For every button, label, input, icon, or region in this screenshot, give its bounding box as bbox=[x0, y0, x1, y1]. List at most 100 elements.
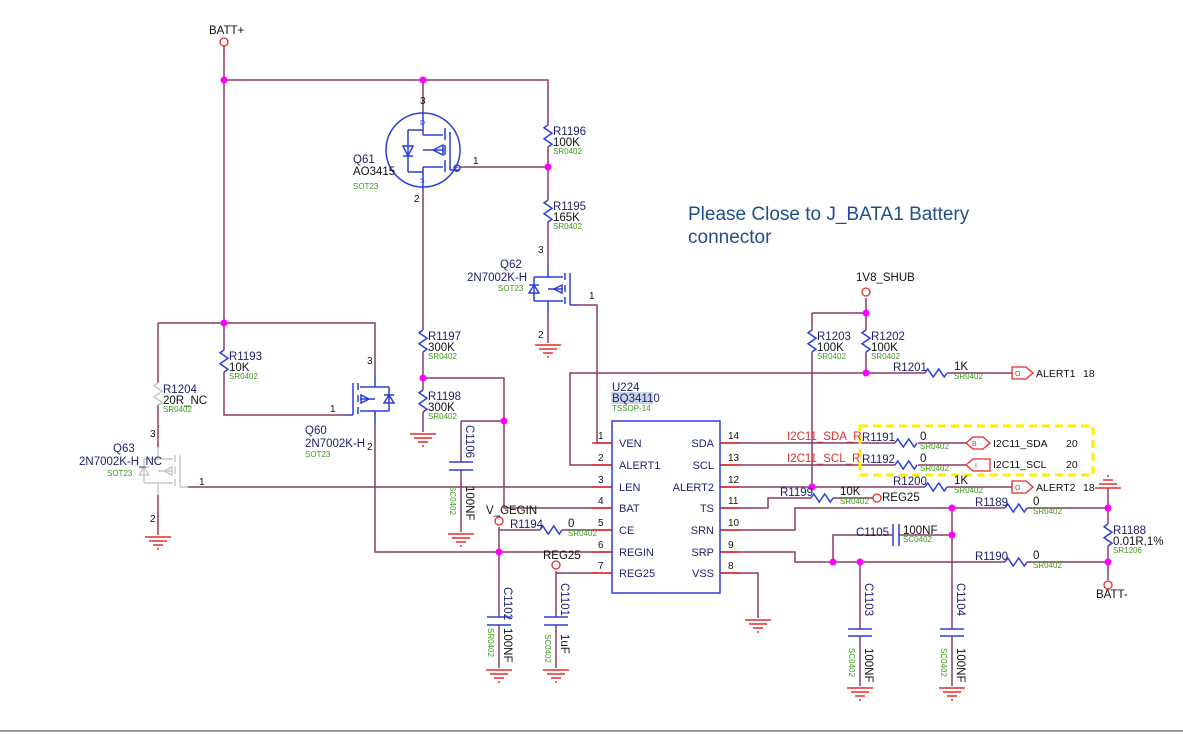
ic-pin-name: SCL bbox=[693, 460, 714, 472]
resistor-symbol bbox=[417, 389, 429, 413]
c1105-value: 100NF bbox=[903, 525, 938, 537]
r1189-value: 0 bbox=[1033, 496, 1039, 508]
mosfet-arrow bbox=[360, 393, 371, 405]
r1200-package: SR0402 bbox=[954, 486, 983, 495]
port-alert1-icon bbox=[1011, 366, 1034, 380]
junction-dot bbox=[220, 319, 228, 327]
batt-plus-terminal bbox=[219, 37, 229, 47]
r1203-ref: R1203 bbox=[817, 331, 851, 343]
ground-icon bbox=[1095, 475, 1121, 489]
ic-pin-name: VSS bbox=[692, 568, 714, 580]
r1204-value: 20R_NC bbox=[163, 395, 207, 407]
ic-part: BQ34110 bbox=[612, 393, 660, 405]
resistor-symbol bbox=[1102, 523, 1114, 547]
ic-part-highlight bbox=[611, 392, 653, 404]
r1194-value: 0 bbox=[568, 518, 574, 530]
ground-icon bbox=[486, 669, 512, 683]
r1189-ref: R1189 bbox=[975, 497, 1008, 509]
ic-pin-name: BAT bbox=[619, 503, 640, 515]
port-scl-label: I2C11_SCL bbox=[993, 459, 1047, 471]
c1106-ref: C1106 bbox=[463, 425, 475, 458]
junction-dot bbox=[544, 163, 552, 171]
resistor-symbol bbox=[218, 349, 230, 373]
ic-pin-number: 7 bbox=[598, 561, 604, 572]
q62-pin-s: 2 bbox=[538, 330, 544, 341]
r1197-package: SR0402 bbox=[428, 352, 457, 361]
wire bbox=[720, 507, 1005, 531]
ic-pin-number: 12 bbox=[728, 475, 740, 486]
reg25-right-terminal bbox=[872, 493, 882, 503]
ground-icon bbox=[145, 536, 171, 550]
resistor-symbol bbox=[152, 382, 164, 406]
r1190-package: SR0402 bbox=[1033, 561, 1062, 570]
q60-pin-d: 3 bbox=[367, 356, 373, 367]
ic-pin-name: REG25 bbox=[619, 568, 655, 580]
highlight-box bbox=[858, 424, 1095, 477]
resistor-labels: R1196100KSR0402R1195165KSR0402R1197300KS… bbox=[163, 126, 1164, 570]
port-alert1-page: 18 bbox=[1083, 368, 1095, 380]
r1196-ref: R1196 bbox=[553, 126, 586, 138]
junction-dot bbox=[419, 374, 427, 382]
r1195-value: 165K bbox=[553, 212, 580, 224]
capacitor-labels: C1106100NFSC0402C1102100NFSR0402C11011uF… bbox=[448, 425, 966, 683]
c1104-ref: C1104 bbox=[954, 583, 966, 617]
ic-pin-name: ALERT2 bbox=[673, 482, 714, 494]
junction-dot bbox=[495, 548, 503, 556]
r1196-package: SR0402 bbox=[553, 147, 582, 156]
c1101-value: 1uF bbox=[558, 634, 570, 654]
ic-pin-number: 5 bbox=[598, 518, 604, 529]
q63-ref: Q63 bbox=[113, 443, 135, 455]
ground-icon bbox=[543, 669, 569, 683]
r1193-package: SR0402 bbox=[229, 372, 258, 381]
r1191-ref: R1191 bbox=[862, 432, 895, 444]
port-sda-type: B bbox=[972, 441, 977, 448]
r1193-value: 10K bbox=[229, 362, 250, 374]
ic-pin-name: SDA bbox=[691, 438, 714, 450]
mosfet-q63 bbox=[137, 447, 188, 495]
c1102-package: SR0402 bbox=[486, 628, 495, 657]
wire bbox=[374, 423, 612, 553]
mosfet-q62 bbox=[527, 265, 578, 313]
wire bbox=[720, 572, 759, 618]
wire bbox=[720, 497, 811, 509]
junction-dot bbox=[856, 558, 864, 566]
gate-pin-circle bbox=[453, 164, 461, 172]
r1193-ref: R1193 bbox=[229, 351, 262, 363]
1v8-shub-terminal bbox=[861, 287, 871, 297]
port-alert2-page: 18 bbox=[1083, 482, 1095, 494]
c1101-ref: C1101 bbox=[558, 583, 570, 616]
resistor-symbol bbox=[1004, 502, 1028, 514]
r1188-value: 0.01R,1% bbox=[1113, 536, 1164, 548]
port-alert1-type: O bbox=[1015, 371, 1021, 378]
c1102-value: 100NF bbox=[501, 628, 513, 663]
ground-icon bbox=[745, 619, 771, 633]
ic-pin-name: ALERT1 bbox=[619, 460, 660, 472]
wire bbox=[223, 372, 345, 416]
net-reg25-left: REG25 bbox=[543, 550, 581, 562]
ic-pin-name: REGIN bbox=[619, 547, 654, 559]
diode-triangle bbox=[382, 393, 396, 404]
ic-pin-name: SRN bbox=[691, 525, 714, 537]
ic-pin-number: 1 bbox=[598, 431, 604, 442]
r1192-package: SR0402 bbox=[920, 464, 949, 473]
ic-pin-number: 13 bbox=[728, 453, 740, 464]
r1204-package: SR0402 bbox=[163, 405, 192, 414]
c1104-value: 100NF bbox=[954, 648, 966, 683]
c1106-value: 100NF bbox=[463, 486, 475, 521]
mosfet-arrow bbox=[552, 283, 563, 295]
q61-letter-d: D bbox=[420, 120, 425, 127]
junction-dot bbox=[862, 369, 870, 377]
ic-ref: U224 bbox=[612, 382, 640, 394]
r1188-package: SR1206 bbox=[1113, 546, 1142, 555]
q61-part: AO3415 bbox=[353, 166, 395, 178]
q60-pin-s: 2 bbox=[367, 442, 373, 453]
q62-pin-d: 3 bbox=[538, 245, 544, 256]
diode-triangle bbox=[137, 465, 151, 476]
port-alert2-icon bbox=[1011, 480, 1034, 494]
r1201-package: SR0402 bbox=[954, 372, 983, 381]
port-scl-icon bbox=[965, 458, 991, 472]
c1106-package: SC0402 bbox=[448, 486, 457, 515]
junction-dot bbox=[948, 504, 956, 512]
